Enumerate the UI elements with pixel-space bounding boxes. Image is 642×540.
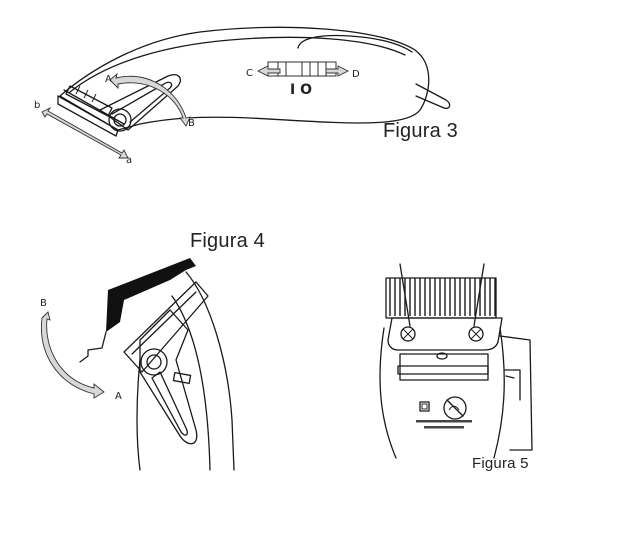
adjust-lever[interactable] bbox=[99, 74, 182, 131]
blade-plate bbox=[123, 281, 209, 373]
clipper-body-outline bbox=[59, 26, 430, 131]
clipper-body-left bbox=[379, 327, 397, 459]
blade-assembly bbox=[57, 95, 119, 137]
arrow-blade-ab bbox=[41, 106, 129, 159]
blade-teeth bbox=[385, 277, 497, 319]
label-b-fig4: B bbox=[40, 298, 47, 309]
label-lower-b: b bbox=[34, 100, 40, 111]
no-water-symbol bbox=[443, 396, 467, 420]
clipper-edge-right bbox=[185, 271, 235, 471]
hinge-side bbox=[499, 335, 533, 451]
switch-marks: I O bbox=[290, 82, 312, 98]
clipper-body-right bbox=[493, 327, 505, 459]
clipper-top-contour bbox=[69, 36, 406, 93]
screwdriver-left bbox=[399, 263, 411, 327]
caption-figura-5: Figura 5 bbox=[472, 455, 529, 472]
arrow-lever-ab-fig4 bbox=[41, 311, 105, 399]
arrow-d bbox=[325, 65, 350, 77]
screw-right[interactable] bbox=[468, 326, 484, 342]
label-upper-a: A bbox=[105, 74, 112, 85]
cord-strain-relief bbox=[415, 83, 451, 110]
blade-base-plate bbox=[387, 317, 503, 351]
arrow-c bbox=[256, 65, 281, 77]
lever-pivot-fig4 bbox=[140, 348, 168, 376]
label-lower-a: a bbox=[126, 155, 132, 166]
adjust-lever-fig4[interactable] bbox=[139, 309, 198, 445]
label-a-fig4: A bbox=[115, 391, 122, 402]
caption-figura-4: Figura 4 bbox=[190, 230, 265, 252]
arrow-lever-ab bbox=[109, 72, 191, 127]
caption-figura-3: Figura 3 bbox=[383, 120, 458, 142]
screw-left[interactable] bbox=[400, 326, 416, 342]
label-d: D bbox=[352, 69, 360, 80]
guide-comb-black bbox=[106, 258, 196, 332]
screwdriver-right bbox=[473, 263, 485, 327]
switch-housing bbox=[297, 34, 413, 53]
label-c: C bbox=[246, 68, 253, 79]
label-upper-b: B bbox=[188, 118, 195, 129]
comb-hook bbox=[79, 331, 107, 363]
lever-pivot bbox=[108, 108, 132, 132]
